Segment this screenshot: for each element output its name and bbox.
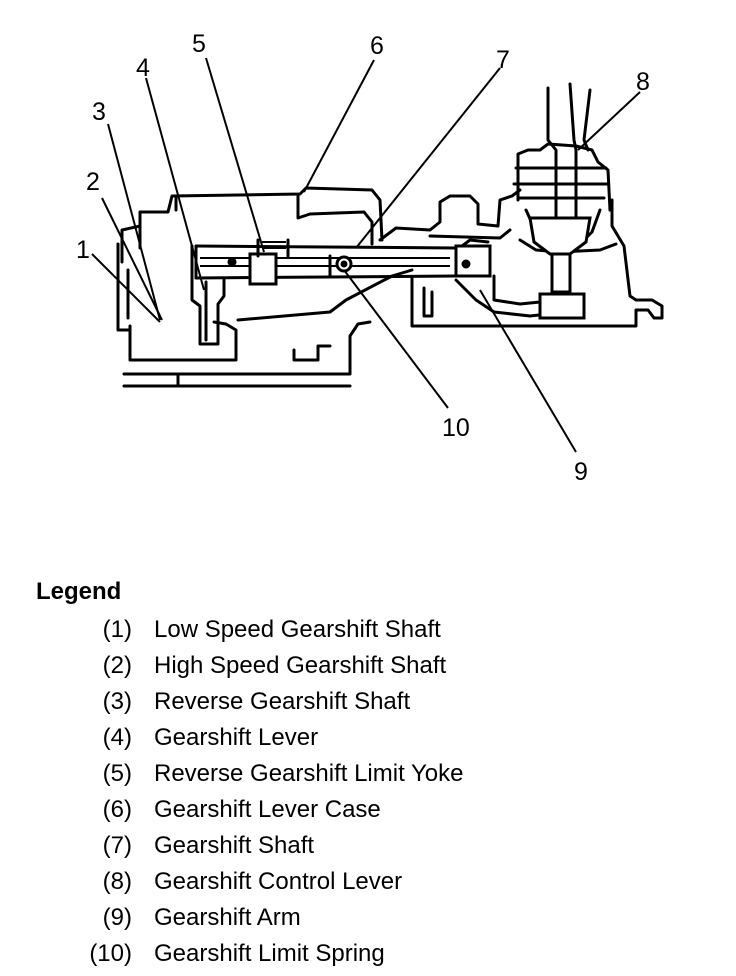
callout-6: 6: [370, 32, 384, 60]
reverse-limit-yoke: [227, 238, 290, 286]
legend-item: (9) Gearshift Arm: [0, 904, 736, 940]
callout-9: 9: [574, 458, 588, 486]
gearshift-lever: [190, 244, 226, 346]
legend-item-text: Low Speed Gearshift Shaft: [154, 616, 441, 643]
legend-item-text: Gearshift Lever Case: [154, 796, 381, 823]
legend-item-number: (8): [102, 868, 132, 895]
legend-item-number: (2): [102, 652, 132, 679]
legend-item-text: Gearshift Arm: [154, 904, 301, 931]
legend-item-text: Reverse Gearshift Shaft: [154, 688, 411, 715]
gearshift-lever-case: [116, 186, 384, 332]
callout-4: 4: [136, 54, 150, 82]
legend-item: (6) Gearshift Lever Case: [0, 796, 736, 832]
callout-10: 10: [442, 414, 470, 442]
callout-1: 1: [76, 236, 90, 264]
control-lever-assembly: [512, 82, 612, 320]
legend-item-text: Reverse Gearshift Limit Yoke: [154, 760, 464, 787]
legend-item: (2) High Speed Gearshift Shaft: [0, 652, 736, 688]
legend-item-text: High Speed Gearshift Shaft: [154, 652, 447, 679]
legend-item-number: (9): [102, 904, 132, 931]
legend-item: (7) Gearshift Shaft: [0, 832, 736, 868]
housing-lower: [122, 268, 414, 388]
legend-item-text: Gearshift Lever: [154, 724, 319, 751]
legend-item-number: (7): [102, 832, 132, 859]
leader-lines: [91, 57, 641, 453]
legend-item-number: (4): [102, 724, 132, 751]
callout-2: 2: [86, 168, 100, 196]
legend-item-text: Gearshift Limit Spring: [154, 940, 385, 967]
legend-item-text: Gearshift Control Lever: [154, 868, 403, 895]
legend-item-number: (3): [102, 688, 132, 715]
legend-item: (8) Gearshift Control Lever: [0, 868, 736, 904]
legend-item: (5) Reverse Gearshift Limit Yoke: [0, 760, 736, 796]
callout-7: 7: [496, 46, 510, 74]
gearshift-arm: [454, 238, 550, 318]
legend-item: (4) Gearshift Lever: [0, 724, 736, 760]
callout-3: 3: [92, 98, 106, 126]
legend-item: (3) Reverse Gearshift Shaft: [0, 688, 736, 724]
callout-8: 8: [636, 68, 650, 96]
legend-item: (10) Gearshift Limit Spring: [0, 940, 736, 976]
gearshift-diagram: 1 2 3 4 5 6 7 8 9 10: [76, 30, 664, 486]
legend-item-number: (10): [89, 940, 132, 967]
legend-title: Legend: [36, 578, 122, 605]
legend-item-number: (5): [102, 760, 132, 787]
legend-item-number: (1): [102, 616, 132, 643]
legend-item: (1) Low Speed Gearshift Shaft: [0, 616, 736, 652]
legend-item-text: Gearshift Shaft: [154, 832, 315, 859]
callout-5: 5: [192, 30, 206, 58]
gearshift-shaft: [194, 244, 458, 280]
legend-item-number: (6): [102, 796, 132, 823]
